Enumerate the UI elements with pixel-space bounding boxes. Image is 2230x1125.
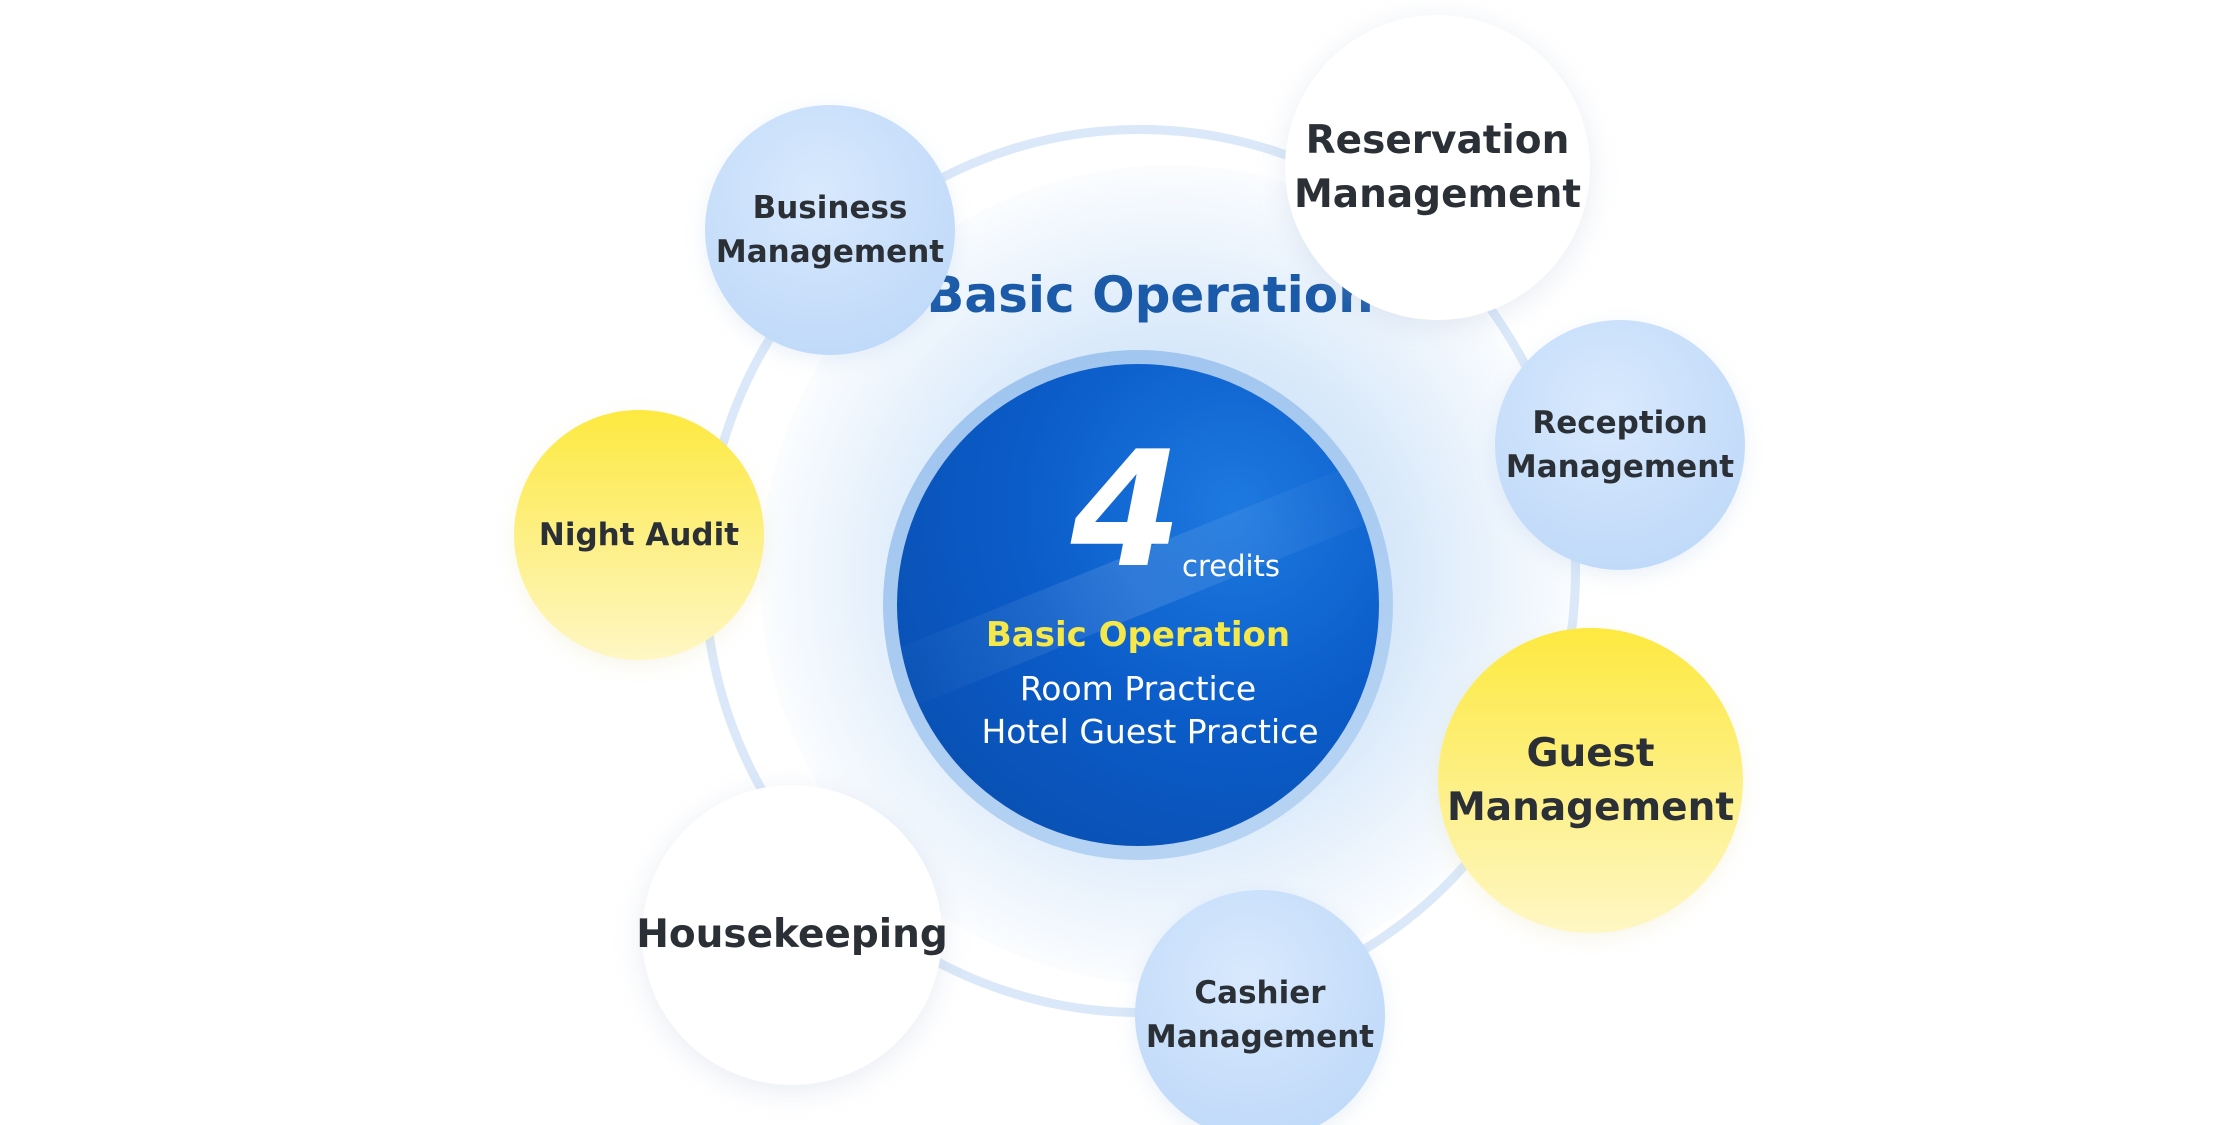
node-label: Business Management <box>715 190 945 270</box>
node-night-audit: Night Audit <box>514 410 764 660</box>
node-label: Guest Management <box>1446 730 1735 830</box>
node-label: Cashier Management <box>1145 975 1375 1055</box>
node-label: Night Audit <box>538 517 740 553</box>
core-line-hotel-guest-practice: Hotel Guest Practice <box>981 712 1319 751</box>
node-guest-management: Guest Management <box>1438 628 1743 933</box>
credit-unit: credits <box>1182 549 1281 583</box>
core-circle <box>897 364 1379 846</box>
node-label: Reservation Management <box>1293 117 1582 217</box>
node-label: Housekeeping <box>636 912 948 957</box>
node-business-management: Business Management <box>705 105 955 355</box>
node-reservation-management: Reservation Management <box>1285 15 1590 320</box>
node-cashier-management: Cashier Management <box>1135 890 1385 1125</box>
core-title: Basic Operation <box>985 615 1291 655</box>
node-housekeeping: Housekeeping <box>636 785 948 1085</box>
core-line-room-practice: Room Practice <box>1019 669 1257 708</box>
credit-value: 4 <box>1070 416 1182 603</box>
node-reception-management: Reception Management <box>1495 320 1745 570</box>
node-label: Reception Management <box>1505 405 1735 485</box>
section-title: Basic Operation <box>926 266 1374 324</box>
